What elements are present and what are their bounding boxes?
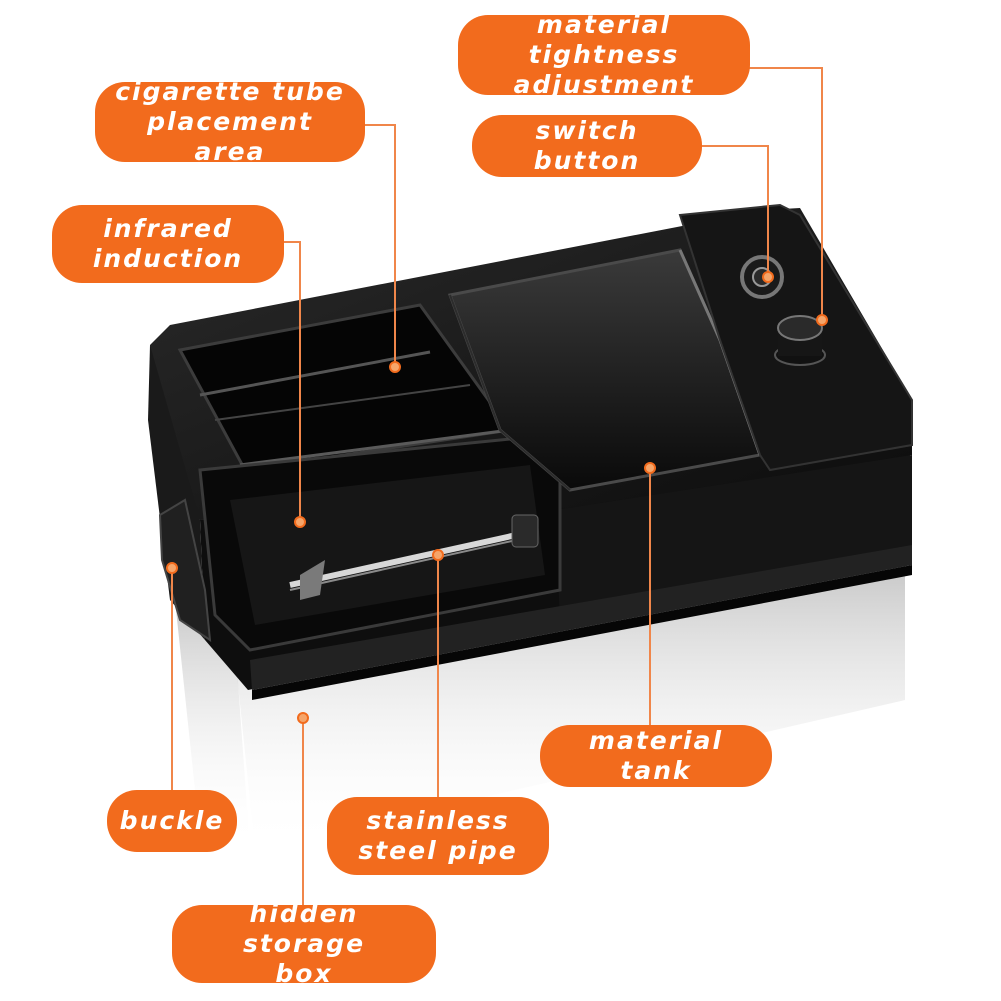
leader-lines (171, 67, 823, 910)
callout-text: cigarette tube (115, 77, 345, 106)
dot-material-tank (644, 462, 656, 474)
callout-stainless-steel-pipe: stainless steel pipe (327, 797, 549, 875)
callout-hidden-storage-box: hidden storage box (172, 899, 436, 988)
callout-text: steel pipe (358, 836, 518, 865)
callout-switch-button: switch button (472, 115, 702, 177)
leader-switch-button (700, 145, 769, 275)
anchor-dots (166, 271, 828, 724)
dot-infrared (294, 516, 306, 528)
dot-steel-pipe (432, 549, 444, 561)
tube-placement-tray (177, 303, 513, 472)
leader-tube-placement (360, 124, 396, 365)
dot-storage-box (297, 712, 309, 724)
callout-material-tank: material tank (540, 725, 772, 787)
callout-infrared-induction: infrared induction (52, 205, 284, 283)
callout-material-tightness-adjustment: material tightness adjustment (458, 10, 750, 99)
dot-tube-placement (389, 361, 401, 373)
dot-buckle (166, 562, 178, 574)
callout-text: buckle (119, 806, 225, 835)
callout-text: hidden storage (242, 899, 366, 958)
callout-text: material tank (588, 726, 724, 785)
callout-text: box (275, 959, 333, 988)
callout-text: switch button (533, 116, 641, 175)
leader-material-tightness (740, 67, 823, 318)
callout-text: induction (92, 244, 244, 273)
callout-text: stainless (366, 806, 510, 835)
callout-text: material tightness (528, 10, 680, 69)
dot-switch-button (762, 271, 774, 283)
leader-infrared (283, 241, 301, 522)
dot-material-tightness (816, 314, 828, 326)
callout-cigarette-tube-placement-area: cigarette tube placement area (95, 77, 365, 166)
callout-text: placement area (147, 107, 313, 166)
callout-buckle: buckle (107, 790, 237, 852)
callout-text: adjustment (513, 70, 695, 99)
callout-text: infrared (103, 214, 233, 243)
buckle-part (158, 498, 212, 643)
roller-window (198, 436, 562, 652)
